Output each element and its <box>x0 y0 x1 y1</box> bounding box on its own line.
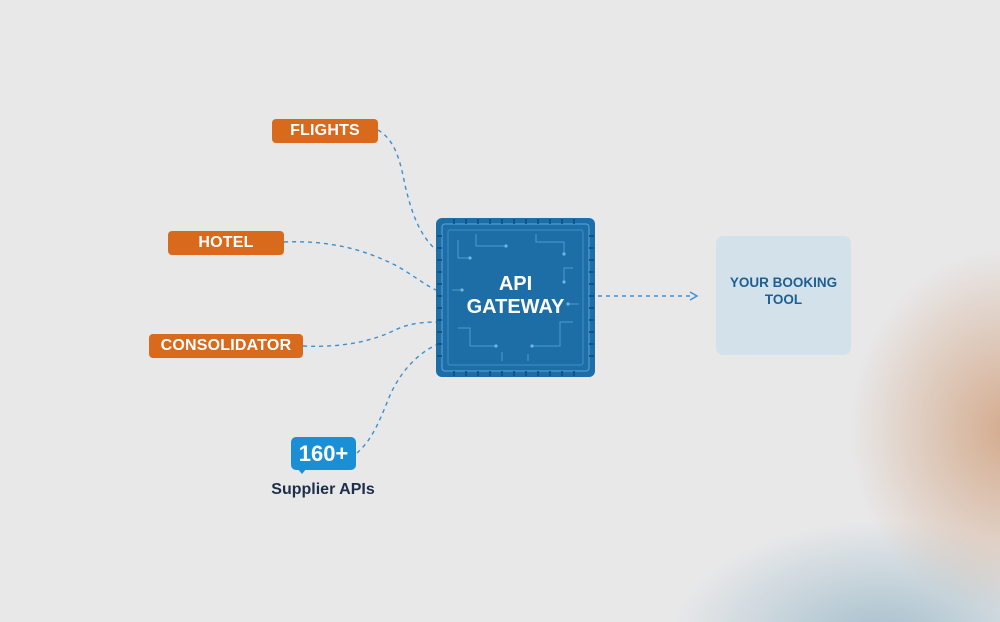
arrow-head-icon <box>689 291 699 301</box>
gateway-label-line2: GATEWAY <box>466 296 565 318</box>
connector-hotel <box>283 241 437 291</box>
booking-tool-box: YOUR BOOKING TOOL <box>716 236 851 355</box>
connector-flights <box>377 129 437 251</box>
supplier-caption: Supplier APIs <box>271 481 375 498</box>
gateway-label-line1: API <box>498 273 533 295</box>
badge-pointer <box>297 468 307 474</box>
booking-tool-line2: TOOL <box>764 292 803 307</box>
source-flights: FLIGHTS <box>272 119 378 143</box>
source-flights-label: FLIGHTS <box>290 122 360 139</box>
supplier-count-badge: 160+ <box>291 437 356 470</box>
supplier-count: 160+ <box>298 441 349 466</box>
api-gateway-chip: API GATEWAY <box>436 218 595 377</box>
source-hotel: HOTEL <box>168 231 284 255</box>
source-consolidator-label: CONSOLIDATOR <box>160 337 292 354</box>
booking-tool-label: YOUR BOOKING TOOL <box>716 274 851 308</box>
chip-circuit-icon <box>437 219 594 376</box>
source-consolidator: CONSOLIDATOR <box>149 334 303 358</box>
connector-supplier <box>356 344 437 454</box>
connector-consolidator <box>302 321 437 348</box>
booking-tool-line1: YOUR BOOKING <box>729 275 838 290</box>
source-hotel-label: HOTEL <box>198 234 254 251</box>
gateway-label: API GATEWAY <box>436 273 595 319</box>
